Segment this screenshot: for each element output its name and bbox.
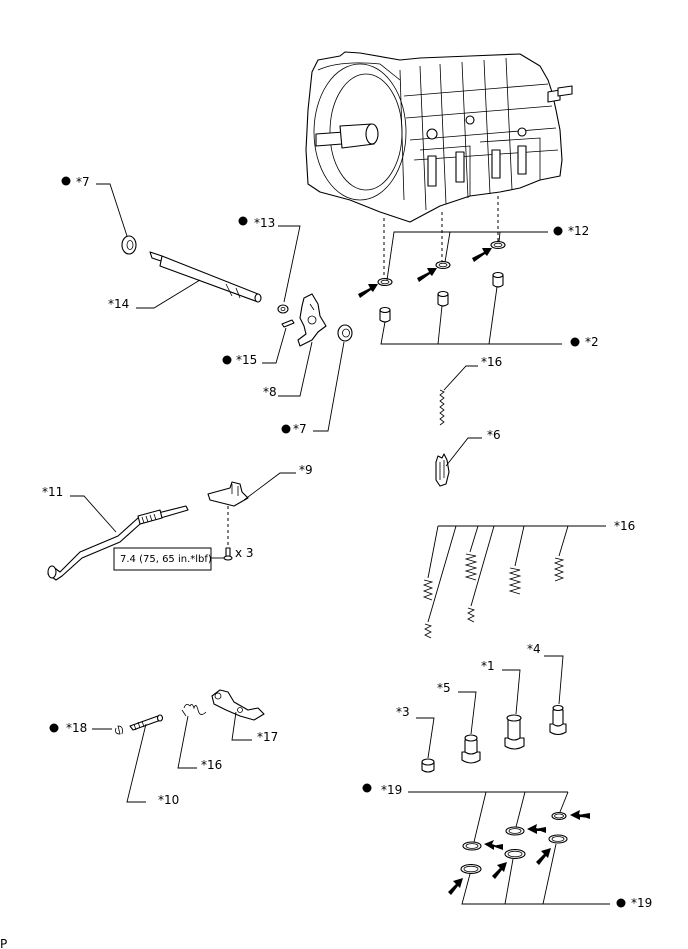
transmission-assembly: [305, 51, 573, 223]
torque-spec-box: [113, 547, 212, 571]
gasket-12-set: [377, 240, 506, 287]
label-11: *11: [42, 485, 63, 499]
label-2: *2: [585, 335, 599, 349]
piston-5: [461, 734, 481, 764]
detent-lever-8: [297, 293, 327, 347]
label-15: *15: [236, 353, 257, 367]
label-7-top: *7: [76, 175, 90, 189]
spring-16-top: [439, 389, 445, 426]
label-13: *13: [254, 216, 275, 230]
bolt-count: x 3: [235, 546, 254, 560]
piston-3: [421, 758, 435, 773]
label-1: *1: [481, 659, 495, 673]
piston-4: [549, 704, 567, 736]
spring-16-group: [422, 553, 565, 639]
label-9: *9: [299, 463, 313, 477]
label-17: *17: [257, 730, 278, 744]
figure-code: P: [0, 937, 7, 949]
torque-spec: 7.4 (75, 65 in.*lbf): [120, 554, 212, 565]
part-6: [435, 453, 450, 487]
label-14: *14: [108, 297, 129, 311]
oil-seal-7-lower: [337, 324, 353, 342]
piston-1: [504, 714, 525, 750]
oring-19-set: [460, 811, 568, 875]
rod-11: [47, 505, 189, 581]
label-16-group: *16: [614, 519, 635, 533]
pin-10: [129, 714, 164, 731]
label-8: *8: [263, 385, 277, 399]
bracket-9: [207, 481, 249, 507]
spacer-13: [277, 304, 289, 314]
lever-17: [211, 689, 265, 721]
label-5: *5: [437, 681, 451, 695]
bolt: [223, 547, 233, 561]
label-19-bottom: *19: [631, 896, 652, 910]
pin-15: [281, 319, 295, 328]
oil-seal-7-top: [121, 235, 137, 255]
label-12: *12: [568, 224, 589, 238]
clip-18: [115, 725, 123, 735]
spring-16-bottom: [181, 704, 207, 717]
label-16-top: *16: [481, 355, 502, 369]
label-18: *18: [66, 721, 87, 735]
label-10: *10: [158, 793, 179, 807]
manual-valve-shaft-14: [149, 251, 262, 303]
label-3: *3: [396, 705, 410, 719]
label-4: *4: [527, 642, 541, 656]
label-19-top: *19: [381, 783, 402, 797]
label-7-lower: *7: [293, 422, 307, 436]
label-6: *6: [487, 428, 501, 442]
piston-2-set: [379, 271, 504, 323]
label-16-bottom: *16: [201, 758, 222, 772]
